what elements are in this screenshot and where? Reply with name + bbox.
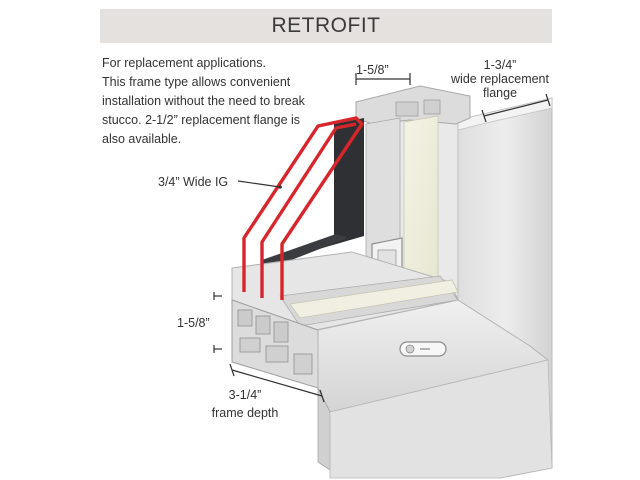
label-glass: 3/4” Wide IG (158, 175, 229, 189)
label-depth-size: 3-1/4” (228, 388, 262, 402)
dimension-flange-width (481, 93, 551, 123)
label-flange: 1-3/4” wide replacement flange (440, 58, 560, 100)
glass-panel (403, 115, 439, 295)
label-frame-depth: 3-1/4” frame depth (200, 388, 290, 420)
sill-chamber (273, 321, 289, 343)
sill-chamber (293, 353, 313, 375)
sill-track (289, 279, 459, 319)
weep-hole-icon (399, 341, 447, 357)
dimension-top-width (355, 73, 411, 85)
label-flange-size: 1-3/4” (483, 58, 517, 72)
label-flange-desc2: flange (482, 86, 518, 100)
sill-chamber (255, 315, 271, 335)
page-title: RETROFIT (271, 14, 381, 37)
description-line: For replacement applications. (102, 56, 266, 70)
dimension-sill-height (213, 292, 222, 353)
description-line: installation without the need to break (102, 94, 305, 108)
label-sill-height: 1-5/8” (177, 316, 210, 330)
sill-chamber (237, 309, 253, 327)
description-line: This frame type allows convenient (102, 75, 291, 89)
glass-leader (237, 180, 281, 188)
jamb-chamber (395, 101, 419, 117)
glass-leader-dot (278, 185, 282, 189)
label-flange-desc: wide replacement (451, 72, 549, 86)
glass-outline (242, 116, 364, 300)
description-line: stucco. 2-1/2” replacement flange is (102, 113, 301, 127)
header-bar: RETROFIT (100, 9, 552, 43)
sill-chamber (239, 337, 261, 353)
description-line: also available. (102, 132, 182, 146)
label-depth-desc: frame depth (211, 406, 279, 420)
dimension-frame-depth (229, 363, 325, 403)
description: For replacement applications. This frame… (102, 54, 317, 149)
sill-chamber (265, 345, 289, 363)
flange-bottom-face (329, 359, 553, 479)
label-top-width: 1-5/8” (356, 63, 389, 77)
jamb-chamber (423, 99, 441, 115)
